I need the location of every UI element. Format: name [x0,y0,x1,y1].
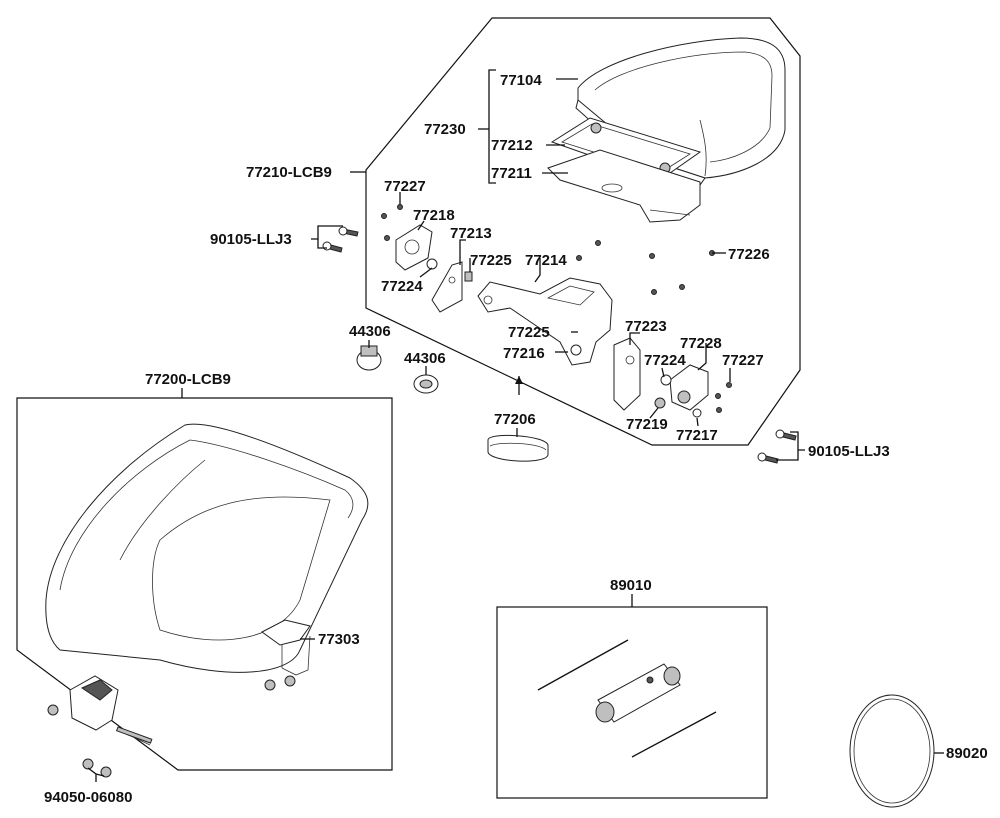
seat-lock [654,364,709,418]
leader-lines [87,69,944,782]
label-77224-left: 77224 [381,278,423,295]
label-77212: 77212 [491,137,533,154]
rubber-stopper [487,376,549,462]
seat-bottom-plate [547,149,701,223]
label-77218: 77218 [413,207,455,224]
label-89010: 89010 [610,577,652,594]
label-44306-right: 44306 [404,350,446,367]
seat-latch [47,675,153,746]
hinge-bracket [426,258,473,313]
grommet-2 [413,374,439,394]
label-77219: 77219 [626,416,668,433]
label-77210-lcb9: 77210-LCB9 [246,164,332,181]
label-44306-left: 44306 [349,323,391,340]
nuts [82,758,112,778]
part-labels: 77104 77230 77212 77211 77210-LCB9 77227… [44,72,988,806]
elastic-band [849,694,935,808]
lock-plate [395,224,433,271]
bolts-lower [757,429,797,464]
main-bracket [477,277,613,366]
label-89020: 89020 [946,745,988,762]
label-77225-top: 77225 [470,252,512,269]
grommet-1 [356,345,382,371]
label-77226: 77226 [728,246,770,263]
label-77225-mid: 77225 [508,324,550,341]
seat-assembly-frame [16,397,393,771]
rear-seat-assembly-frame [365,17,801,446]
label-77214: 77214 [525,252,567,269]
label-77217: 77217 [676,427,718,444]
main-seat [45,423,369,673]
label-77223: 77223 [625,318,667,335]
label-77211: 77211 [491,165,532,182]
label-77206: 77206 [494,411,536,428]
tool-kit [537,639,717,758]
label-77228: 77228 [680,335,722,352]
latch-bracket [613,337,641,411]
label-77216: 77216 [503,345,545,362]
label-94050-06080: 94050-06080 [44,789,132,806]
seat-hinge-bracket [261,619,311,691]
label-77227-right: 77227 [722,352,764,369]
label-77200-lcb9: 77200-LCB9 [145,371,231,388]
label-77227-top: 77227 [384,178,426,195]
label-77213: 77213 [450,225,492,242]
label-77224-right: 77224 [644,352,686,369]
bolts-upper [322,226,359,253]
label-90105-llj3-right: 90105-LLJ3 [808,443,890,460]
label-77104: 77104 [500,72,542,89]
seat-base-plate [550,117,702,181]
label-77303: 77303 [318,631,360,648]
label-90105-llj3-left: 90105-LLJ3 [210,231,292,248]
label-77230: 77230 [424,121,466,138]
